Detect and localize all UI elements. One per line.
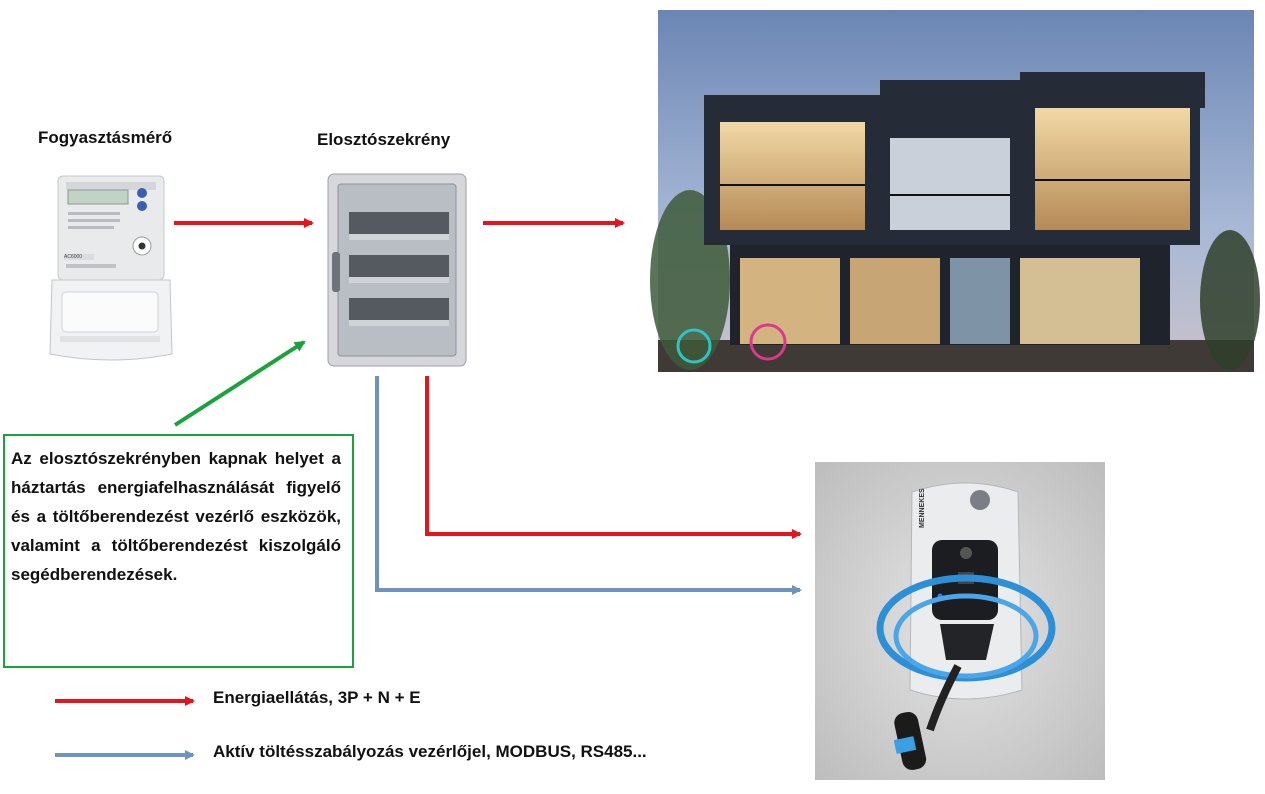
legend-power-label: Energiaellátás, 3P + N + E xyxy=(213,688,421,707)
charger-brand-text: MENNEKES xyxy=(919,488,926,528)
power-arrow-cabinet-to-charger xyxy=(425,376,802,539)
house-image xyxy=(650,10,1260,372)
signal-arrow-cabinet-to-charger xyxy=(375,376,802,595)
distribution-cabinet-image xyxy=(327,173,467,367)
cabinet-label: Elosztószekrény xyxy=(317,130,451,149)
callout-pointer-arrow xyxy=(173,340,306,427)
energy-meter-image xyxy=(49,175,173,361)
callout-box: Az elosztószekrényben kapnak helyet a há… xyxy=(3,434,354,668)
legend-signal-label: Aktív töltésszabályozás vezérlőjel, MODB… xyxy=(213,742,647,761)
meter-label: Fogyasztásmérő xyxy=(38,128,173,147)
wallbox-charger-image xyxy=(815,462,1105,780)
callout-text: Az elosztószekrényben kapnak helyet a há… xyxy=(11,449,341,584)
meter-model-text: AC6000 xyxy=(64,254,82,260)
